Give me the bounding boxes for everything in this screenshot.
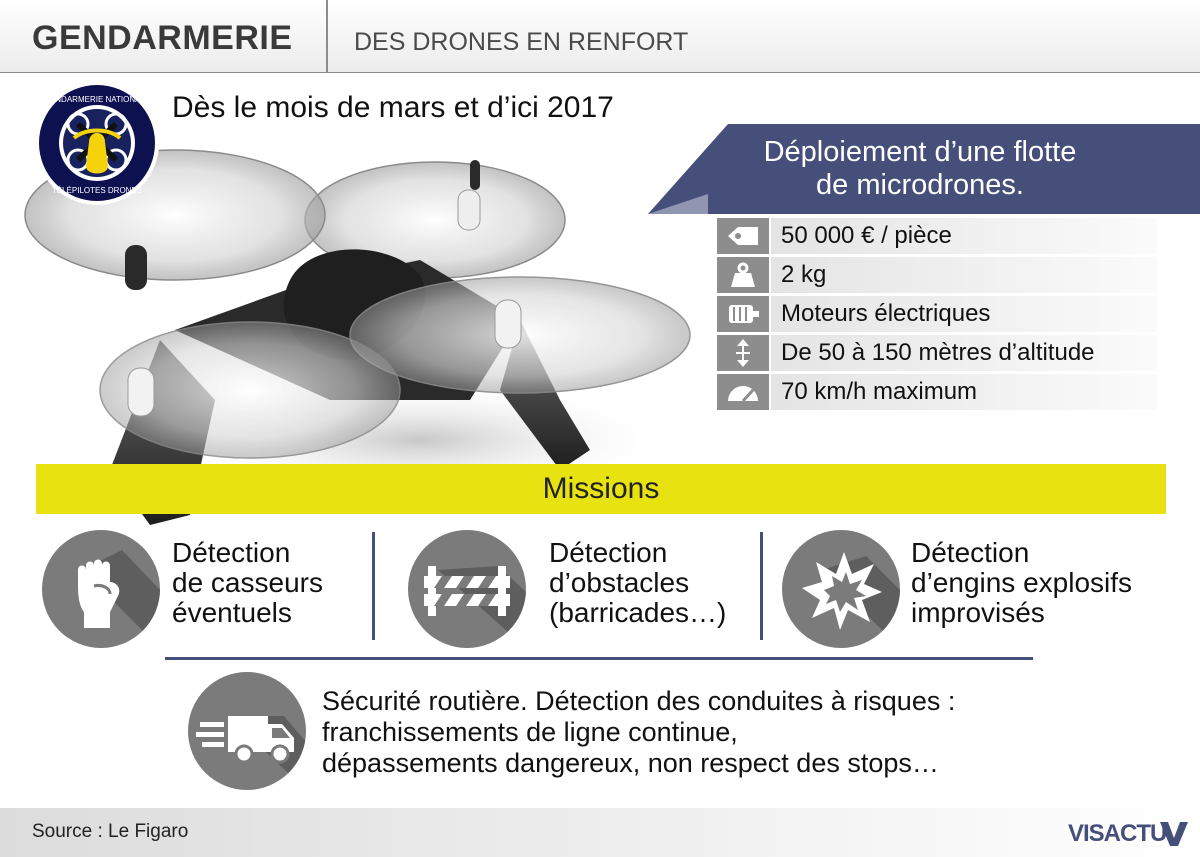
footer: Source : Le Figaro VISACTU [0, 808, 1200, 857]
raised-fist-icon [42, 530, 160, 648]
intro-text: Dès le mois de mars et d’ici 2017 [172, 91, 614, 124]
mission-separator-1 [372, 532, 375, 640]
mission-1-line1: Détection [172, 537, 291, 568]
electric-motor-icon [717, 296, 769, 332]
spec-row-motor: Moteurs électriques [717, 296, 1157, 332]
header-banner: GENDARMERIE DES DRONES EN RENFORT [0, 0, 1200, 73]
mission-3-line1: Détection [911, 537, 1030, 568]
missions-banner: Missions [36, 464, 1166, 514]
header-separator [326, 0, 328, 72]
barricade-icon [408, 530, 526, 648]
speeding-truck-icon [188, 672, 306, 790]
mission-2-line2: d’obstacles [549, 567, 690, 598]
price-tag-icon [717, 218, 769, 254]
deployment-title-line1: Déploiement d’une flotte [763, 136, 1077, 168]
mission-3-text: Détection d’engins explosifs improvisés [911, 538, 1132, 628]
brand-logo: VISACTU [1068, 820, 1167, 847]
spec-row-price: 50 000 € / pièce [717, 218, 1157, 254]
source-credit: Source : Le Figaro [32, 821, 189, 842]
deployment-title: Déploiement d’une flotte de microdrones. [708, 136, 1132, 202]
mission-1-line3: éventuels [172, 597, 292, 628]
mission-1-text: Détection de casseurs éventuels [172, 538, 323, 628]
speedometer-icon [717, 374, 769, 410]
spec-text-altitude: De 50 à 150 mètres d’altitude [771, 335, 1157, 371]
road-safety-line3: dépassements dangereux, non respect des … [322, 748, 939, 778]
mission-2-line3: (barricades…) [549, 597, 727, 628]
specs-table: 50 000 € / pièce 2 kg Moteurs électrique… [717, 218, 1157, 413]
spec-text-price: 50 000 € / pièce [771, 218, 1157, 254]
mission-2-text: Détection d’obstacles (barricades…) [549, 538, 726, 628]
logo-top-text: GENDARMERIE NATIONALE [44, 95, 151, 104]
header-title: GENDARMERIE [32, 19, 293, 57]
road-safety-line2: franchissements de ligne continue, [322, 717, 738, 747]
spec-text-weight: 2 kg [771, 257, 1157, 293]
road-safety-text: Sécurité routière. Détection des conduit… [322, 686, 955, 779]
spec-text-motor: Moteurs électriques [771, 296, 1157, 332]
altitude-arrows-icon [717, 335, 769, 371]
deployment-callout-panel [648, 124, 1200, 214]
brand-mark-icon [1160, 822, 1188, 846]
header-subtitle: DES DRONES EN RENFORT [354, 28, 689, 56]
explosion-icon [782, 530, 900, 648]
spec-row-weight: 2 kg [717, 257, 1157, 293]
gendarmerie-drone-logo: GENDARMERIE NATIONALE TÉLÉPILOTES DRONES [35, 81, 159, 205]
missions-divider [165, 657, 1033, 660]
spec-row-speed: 70 km/h maximum [717, 374, 1157, 410]
road-safety-line1: Sécurité routière. Détection des conduit… [322, 686, 956, 716]
mission-separator-2 [760, 532, 763, 640]
spec-row-altitude: De 50 à 150 mètres d’altitude [717, 335, 1157, 371]
logo-bottom-text: TÉLÉPILOTES DRONES [52, 186, 142, 195]
spec-text-speed: 70 km/h maximum [771, 374, 1157, 410]
deployment-title-line2: de microdrones. [816, 169, 1024, 201]
missions-label: Missions [542, 472, 660, 505]
weight-icon [717, 257, 769, 293]
mission-1-line2: de casseurs [172, 567, 323, 598]
mission-3-line3: improvisés [911, 597, 1045, 628]
mission-3-line2: d’engins explosifs [911, 567, 1133, 598]
mission-2-line1: Détection [549, 537, 668, 568]
